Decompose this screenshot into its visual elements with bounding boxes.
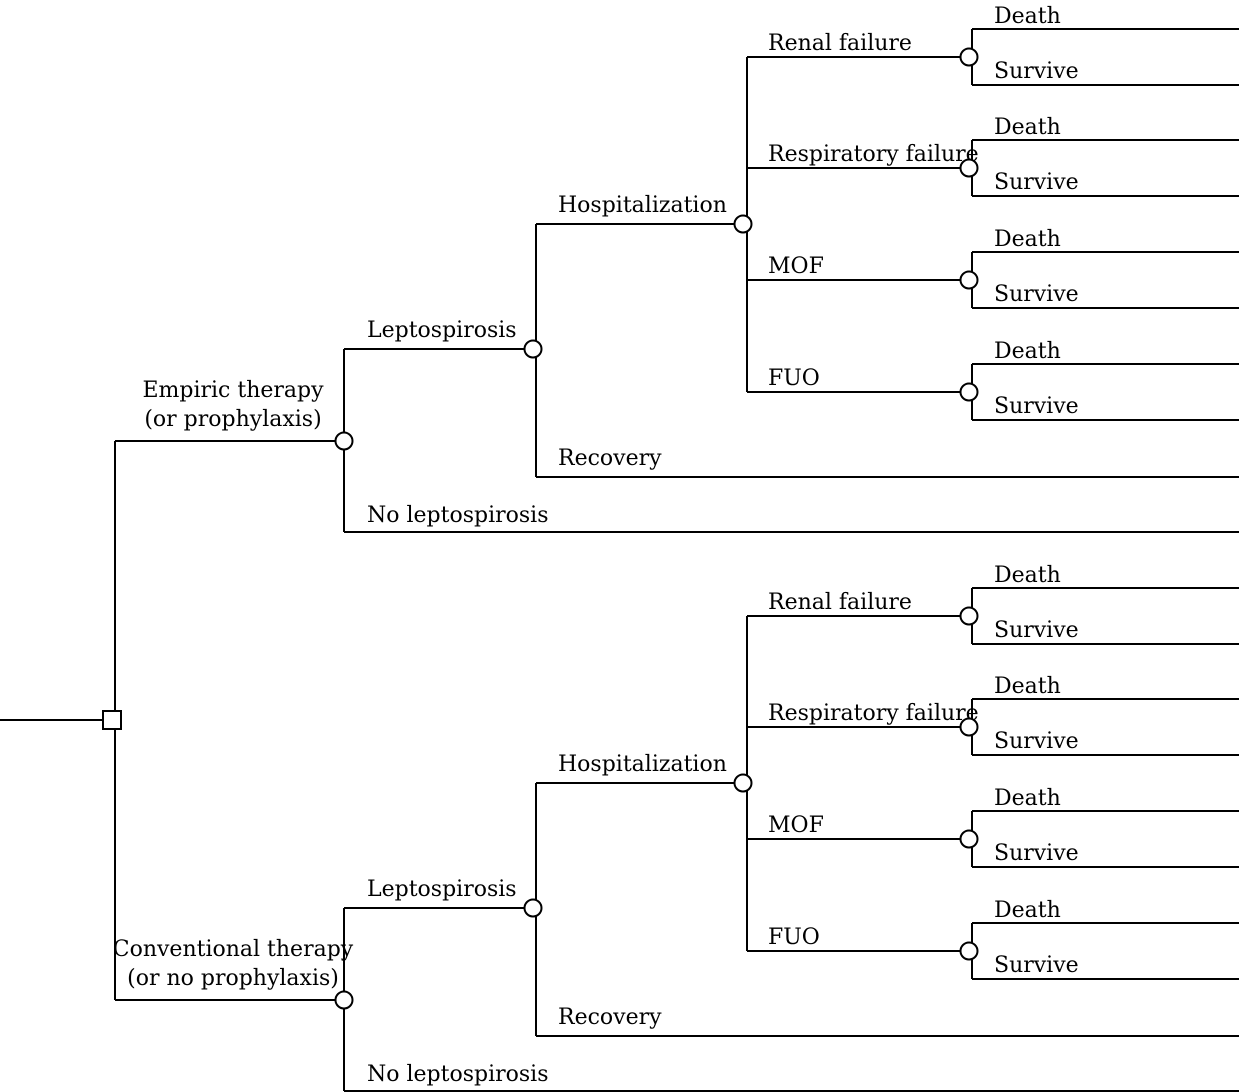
outcome-chance-node [959, 829, 979, 849]
arm-label-line-2: (or prophylaxis) [144, 407, 321, 432]
outcome-chance-node [959, 382, 979, 402]
hospitalization-label: Hospitalization [558, 193, 727, 218]
no-leptospirosis-label: No leptospirosis [367, 1062, 549, 1087]
complication-label: Respiratory failure [768, 142, 979, 167]
survive-label: Survive [994, 729, 1079, 754]
outcome-chance-node [959, 717, 979, 737]
survive-label: Survive [994, 59, 1079, 84]
death-label: Death [994, 786, 1061, 811]
leptospirosis-chance-node [523, 339, 543, 359]
recovery-label: Recovery [558, 1005, 662, 1030]
arm-empiric: Empiric therapy (or prophylaxis) Leptospir… [142, 4, 1239, 533]
survive-label: Survive [994, 953, 1079, 978]
complication-label: Renal failure [768, 31, 912, 56]
leptospirosis-label: Leptospirosis [367, 318, 517, 343]
decision-node [102, 710, 122, 730]
outcome-chance-node [959, 941, 979, 961]
outcome-chance-node [959, 270, 979, 290]
complication-label: MOF [768, 254, 824, 279]
survive-label: Survive [994, 394, 1079, 419]
hospitalization-chance-node [733, 214, 753, 234]
arm-label-line-1: Conventional therapy [113, 937, 354, 962]
arm-conventional: Conventional therapy (or no prophylaxis) L… [113, 563, 1239, 1092]
survive-label: Survive [994, 282, 1079, 307]
complication-label: FUO [768, 925, 820, 950]
outcome-chance-node [959, 158, 979, 178]
hospitalization-label: Hospitalization [558, 752, 727, 777]
death-label: Death [994, 339, 1061, 364]
hospitalization-chance-node [733, 773, 753, 793]
complication-label: Respiratory failure [768, 701, 979, 726]
complication-label: FUO [768, 366, 820, 391]
complication-label: MOF [768, 813, 824, 838]
complication-label: Renal failure [768, 590, 912, 615]
arm-label-line-1: Empiric therapy [142, 378, 324, 403]
death-label: Death [994, 674, 1061, 699]
survive-label: Survive [994, 170, 1079, 195]
death-label: Death [994, 115, 1061, 140]
death-label: Death [994, 898, 1061, 923]
recovery-label: Recovery [558, 446, 662, 471]
survive-label: Survive [994, 841, 1079, 866]
leptospirosis-chance-node [523, 898, 543, 918]
outcome-chance-node [959, 47, 979, 67]
death-label: Death [994, 563, 1061, 588]
death-label: Death [994, 227, 1061, 252]
arm-label-line-2: (or no prophylaxis) [127, 966, 339, 991]
survive-label: Survive [994, 618, 1079, 643]
death-label: Death [994, 4, 1061, 29]
no-leptospirosis-label: No leptospirosis [367, 503, 549, 528]
outcome-chance-node [959, 606, 979, 626]
chance-node [334, 990, 354, 1010]
chance-node [334, 431, 354, 451]
leptospirosis-label: Leptospirosis [367, 877, 517, 902]
